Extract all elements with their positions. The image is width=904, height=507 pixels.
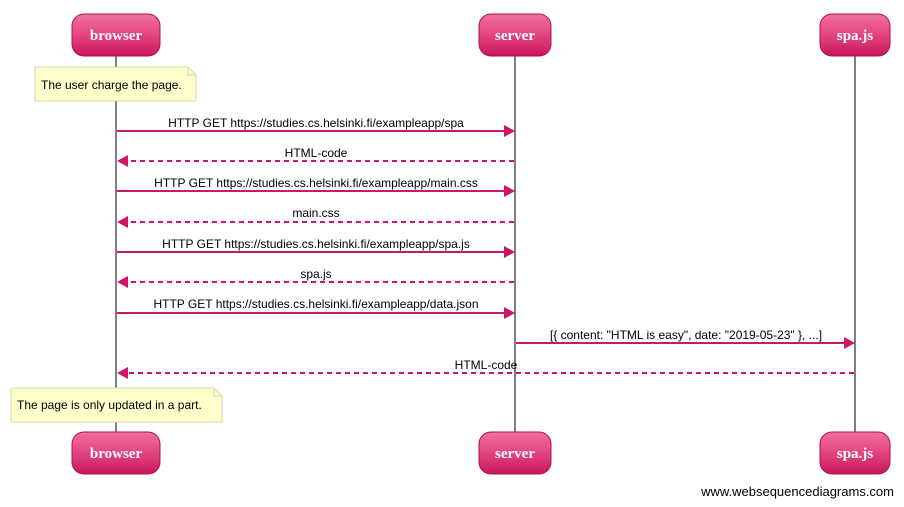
message-7: HTTP GET https://studies.cs.helsinki.fi/… <box>117 297 515 319</box>
note-top-text: The user charge the page. <box>41 78 182 92</box>
message-3-label: HTTP GET https://studies.cs.helsinki.fi/… <box>154 176 478 190</box>
message-8-label: [{ content: "HTML is easy", date: "2019-… <box>550 328 822 342</box>
actor-server-bottom: server <box>478 431 552 475</box>
message-2-label: HTML-code <box>285 146 348 160</box>
actor-server-label: server <box>495 28 535 44</box>
message-5: HTTP GET https://studies.cs.helsinki.fi/… <box>117 237 515 258</box>
message-5-label: HTTP GET https://studies.cs.helsinki.fi/… <box>162 237 470 251</box>
actor-spa-top: spa.js <box>819 13 891 57</box>
actor-browser-top: browser <box>71 13 161 57</box>
message-3: HTTP GET https://studies.cs.helsinki.fi/… <box>117 176 515 197</box>
message-4: main.css <box>117 206 514 228</box>
actor-browser-label: browser <box>90 28 143 44</box>
message-1: HTTP GET https://studies.cs.helsinki.fi/… <box>117 116 515 137</box>
message-8: [{ content: "HTML is easy", date: "2019-… <box>516 328 855 349</box>
message-7-label: HTTP GET https://studies.cs.helsinki.fi/… <box>153 297 478 311</box>
actor-browser-bottom: browser <box>71 431 161 475</box>
actor-browser-bottom-label: browser <box>90 446 143 462</box>
note-bottom: The page is only updated in a part. <box>10 387 223 423</box>
watermark[interactable]: www.websequencediagrams.com <box>701 484 894 499</box>
message-1-label: HTTP GET https://studies.cs.helsinki.fi/… <box>168 116 464 130</box>
message-9-label: HTML-code <box>455 358 518 372</box>
actor-spa-bottom: spa.js <box>819 431 891 475</box>
actor-spa-bottom-label: spa.js <box>837 446 873 462</box>
message-2: HTML-code <box>117 146 514 167</box>
message-4-label: main.css <box>292 206 339 220</box>
message-6: spa.js <box>117 267 514 288</box>
message-9: HTML-code <box>117 358 854 379</box>
message-6-label: spa.js <box>300 267 331 281</box>
actor-server-top: server <box>478 13 552 57</box>
note-bottom-text: The page is only updated in a part. <box>17 398 202 412</box>
note-top: The user charge the page. <box>34 66 197 102</box>
actor-server-bottom-label: server <box>495 446 535 462</box>
actor-spa-label: spa.js <box>837 28 873 44</box>
